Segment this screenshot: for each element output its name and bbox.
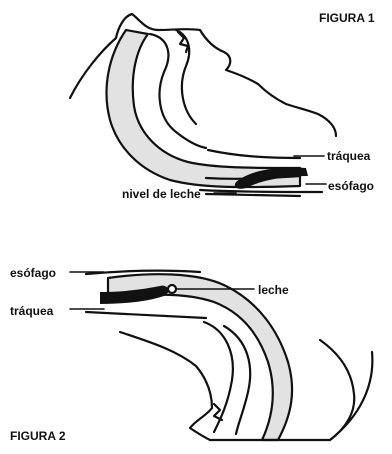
figure1-tongue-curve xyxy=(150,34,206,148)
figure2-head-back xyxy=(320,340,354,440)
figure1-title: FIGURA 1 xyxy=(319,12,375,24)
figure2-label-esophagus: esófago xyxy=(10,267,56,279)
figure1-label-milk-level: nivel de leche xyxy=(122,188,201,200)
figure1-illustration xyxy=(70,14,336,196)
figure2-jaw-curve xyxy=(204,322,233,432)
figure2-label-milk: leche xyxy=(258,284,289,296)
figure2-face-profile xyxy=(120,332,372,440)
figure1-milk-level-line xyxy=(206,194,300,196)
figure1-label-trachea: tráquea xyxy=(327,150,370,162)
figure1-pharynx-band xyxy=(107,30,300,187)
figure2-trachea-lower xyxy=(86,312,206,318)
figure2-title: FIGURA 2 xyxy=(10,430,66,442)
figure2-illustration xyxy=(70,271,372,440)
figure2-milk-drop xyxy=(168,285,176,293)
figure1-label-esophagus: esófago xyxy=(328,180,374,192)
figure1-trachea-tube xyxy=(208,150,300,158)
figure2-label-trachea: tráquea xyxy=(10,305,53,317)
figure1-esophagus-lower xyxy=(200,190,322,192)
